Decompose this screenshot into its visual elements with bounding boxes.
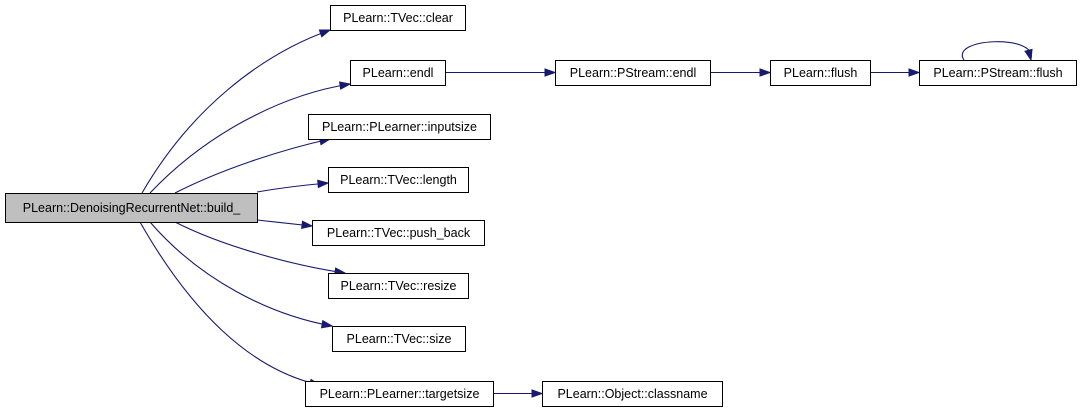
node-box [770, 60, 871, 86]
arrowhead [544, 68, 557, 77]
edge-line [174, 138, 331, 194]
node-label: PLearn::PStream::flush [933, 66, 1062, 80]
edge-line [149, 83, 351, 194]
edge-line [139, 221, 321, 386]
node-inputsize[interactable]: PLearn::PLearner::inputsize [308, 114, 491, 140]
node-label: PLearn::Object::classname [557, 387, 707, 401]
node-resize[interactable]: PLearn::TVec::resize [328, 273, 469, 299]
node-box [328, 167, 469, 193]
node-size[interactable]: PLearn::TVec::size [332, 326, 466, 352]
edge-build-to-clear [141, 29, 332, 194]
edge-pstream_flush-to-pstream_flush [961, 41, 1033, 62]
arrowhead [320, 319, 334, 329]
node-build[interactable]: PLearn::DenoisingRecurrentNet::build_ [5, 193, 258, 223]
nodes-layer: PLearn::DenoisingRecurrentNet::build_PLe… [5, 5, 1077, 407]
node-label: PLearn::DenoisingRecurrentNet::build_ [23, 201, 242, 215]
node-label: PLearn::TVec::length [340, 173, 457, 187]
node-label: PLearn::PLearner::inputsize [322, 120, 477, 134]
edge-build-to-size [149, 221, 334, 329]
node-length[interactable]: PLearn::TVec::length [328, 167, 469, 193]
arrowhead [531, 389, 544, 398]
node-pstream-flush[interactable]: PLearn::PStream::flush [919, 60, 1077, 86]
node-pstream-endl[interactable]: PLearn::PStream::endl [555, 60, 711, 86]
node-flush[interactable]: PLearn::flush [770, 60, 871, 86]
node-label: PLearn::TVec::clear [343, 11, 453, 25]
node-box [332, 326, 466, 352]
node-label: PLearn::TVec::size [347, 332, 452, 346]
edge-build-to-endl [149, 81, 352, 194]
node-box [5, 193, 258, 223]
node-targetsize[interactable]: PLearn::PLearner::targetsize [305, 381, 494, 407]
edges-layer [139, 29, 1033, 398]
edge-line [174, 221, 346, 274]
edge-line [961, 41, 1032, 61]
node-box [328, 273, 469, 299]
arrowhead [317, 179, 330, 189]
arrowhead [1024, 48, 1033, 62]
node-box [330, 5, 466, 31]
edge-build-to-length [256, 179, 330, 193]
arrowhead [759, 68, 772, 77]
node-label: PLearn::flush [784, 66, 858, 80]
node-label: PLearn::TVec::push_back [327, 226, 471, 240]
node-label: PLearn::PStream::endl [570, 66, 696, 80]
node-box [555, 60, 711, 86]
node-box [350, 60, 446, 86]
edge-endl-to-pstream_endl [445, 68, 557, 77]
node-box [542, 381, 723, 407]
edge-flush-to-pstream_flush [870, 68, 921, 77]
node-label: PLearn::TVec::resize [340, 279, 456, 293]
edge-line [149, 221, 333, 327]
node-classname[interactable]: PLearn::Object::classname [542, 381, 723, 407]
edge-pstream_endl-to-flush [710, 68, 772, 77]
node-endl[interactable]: PLearn::endl [350, 60, 446, 86]
node-box [308, 114, 491, 140]
node-label: PLearn::endl [363, 66, 434, 80]
node-clear[interactable]: PLearn::TVec::clear [330, 5, 466, 31]
arrowhead [318, 29, 332, 38]
node-push-back[interactable]: PLearn::TVec::push_back [312, 220, 485, 246]
edge-build-to-targetsize [139, 221, 322, 388]
edge-build-to-push_back [256, 219, 314, 230]
edge-line [256, 182, 329, 193]
edge-targetsize-to-classname [493, 389, 544, 398]
edge-line [141, 29, 331, 194]
node-box [312, 220, 485, 246]
node-label: PLearn::PLearner::targetsize [320, 387, 480, 401]
arrowhead [908, 68, 921, 77]
arrowhead [301, 220, 314, 230]
node-box [919, 60, 1077, 86]
arrowhead [338, 81, 352, 90]
node-box [305, 381, 494, 407]
